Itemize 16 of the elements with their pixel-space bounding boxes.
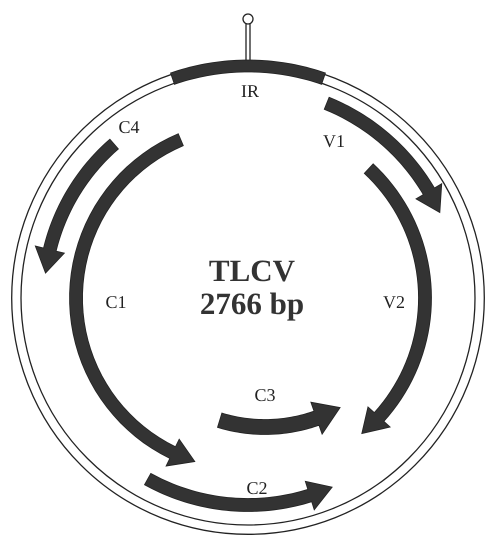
genome-circle [11, 61, 485, 535]
orf-segment [34, 138, 119, 274]
gene-label: C2 [246, 479, 268, 497]
gene-label: V1 [323, 132, 345, 150]
orf-segment [324, 96, 442, 214]
gene-label: V2 [383, 293, 405, 311]
orf-segment [361, 163, 432, 434]
orf-segment [216, 402, 341, 436]
gene-label: C1 [106, 293, 126, 311]
gene-label: C4 [118, 118, 140, 136]
genome-title: TLCV 2766 bp [198, 255, 306, 320]
orf-segment [144, 472, 333, 512]
intergenic-region-band [170, 60, 326, 85]
gene-label: IR [241, 82, 259, 100]
orf-segment [69, 133, 196, 467]
gene-label: C3 [254, 386, 276, 404]
